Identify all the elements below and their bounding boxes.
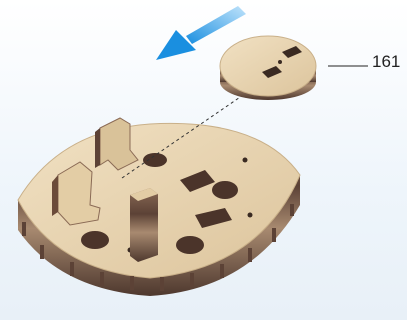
- upright-piece-front: [130, 188, 158, 262]
- disc-part: [220, 36, 316, 100]
- part-number-label: 161: [372, 52, 400, 72]
